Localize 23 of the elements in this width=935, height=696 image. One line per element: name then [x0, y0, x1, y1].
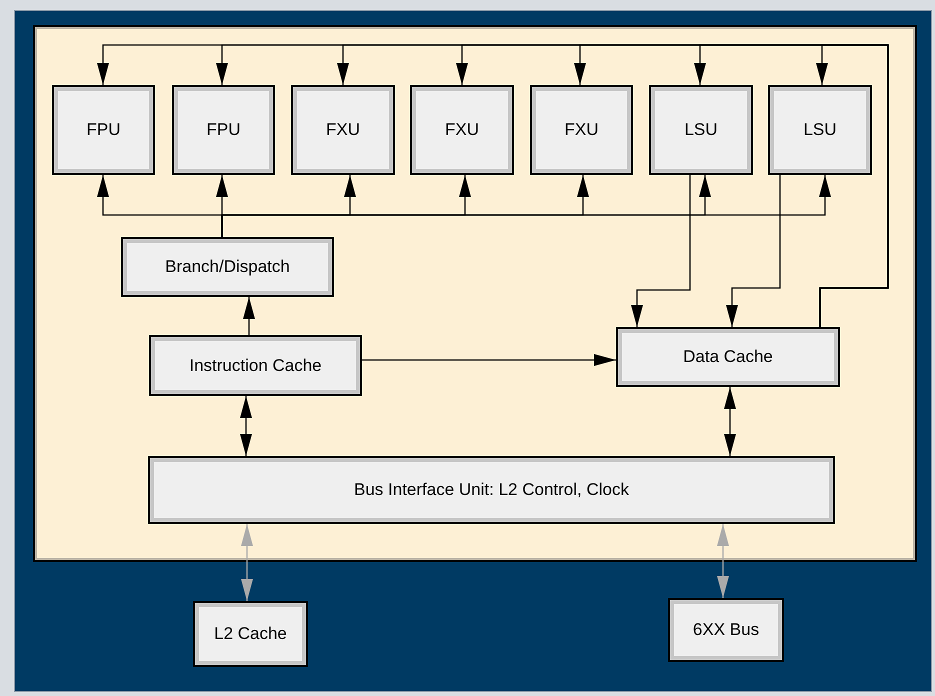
arrow — [243, 297, 255, 335]
process-box: LSU — [649, 85, 753, 175]
arrow — [816, 44, 889, 327]
process-box: LSU — [768, 85, 872, 175]
process-box: 6XX Bus — [668, 598, 784, 662]
process-box: FXU — [291, 85, 395, 175]
arrow — [724, 387, 736, 456]
process-box: FXU — [410, 85, 514, 175]
process-box: Data Cache — [616, 327, 840, 387]
arrow — [362, 354, 616, 366]
process-box: Instruction Cache — [149, 335, 362, 396]
process-box: L2 Cache — [193, 601, 308, 667]
process-box: FPU — [52, 85, 155, 175]
arrow — [240, 396, 252, 456]
process-box: FPU — [172, 85, 275, 175]
process-box: FXU — [530, 85, 633, 175]
arrow — [726, 175, 781, 327]
process-box: Branch/Dispatch — [121, 237, 334, 297]
arrow — [241, 524, 253, 601]
arrow — [631, 175, 691, 327]
process-box: Bus Interface Unit: L2 Control, Clock — [148, 456, 835, 524]
arrow — [221, 175, 831, 237]
arrow — [717, 524, 729, 598]
